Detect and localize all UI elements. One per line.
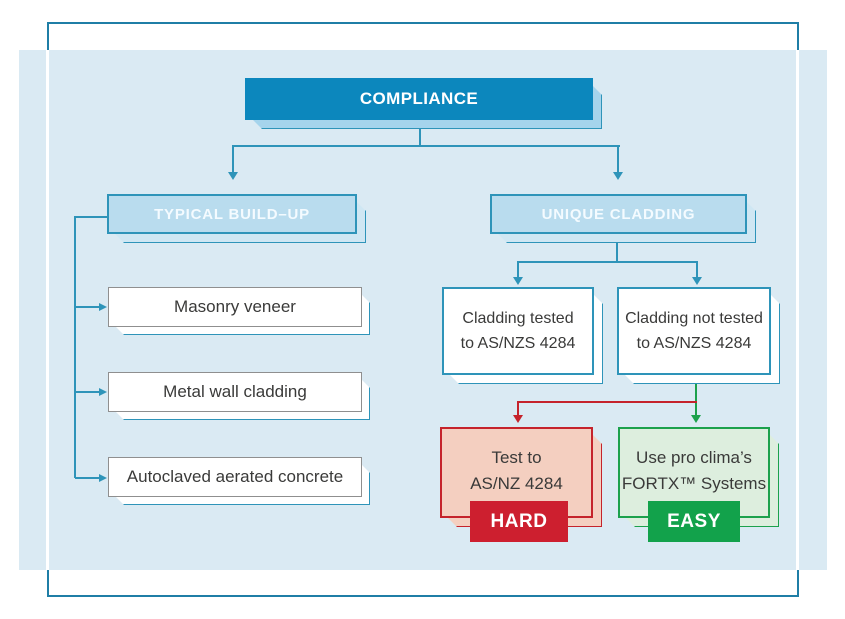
connector-to-easy xyxy=(695,403,697,416)
test-hard-line2: AS/NZ 4284 xyxy=(470,474,563,493)
easy-badge: EASY xyxy=(648,501,740,542)
connector-item1 xyxy=(75,306,100,308)
cladding-tested-line2: to AS/NZS 4284 xyxy=(460,335,576,352)
connector-item3 xyxy=(75,477,100,479)
connector-to-tested xyxy=(517,261,519,278)
connector-not-tested-down xyxy=(695,375,697,403)
node-cladding-tested: Cladding tested to AS/NZS 4284 xyxy=(442,287,594,375)
arrowhead-unique-icon xyxy=(613,172,623,180)
arrowhead-hard-icon xyxy=(513,415,523,423)
connector-unique-horizontal xyxy=(517,261,698,263)
test-hard-line1: Test to xyxy=(491,448,542,467)
arrowhead-item2-icon xyxy=(99,388,107,396)
node-cladding-not-tested: Cladding not tested to AS/NZS 4284 xyxy=(617,287,771,375)
node-masonry-veneer: Masonry veneer xyxy=(108,287,362,327)
frame-gap-right xyxy=(796,50,799,570)
arrowhead-tested-icon xyxy=(513,277,523,285)
fortx-easy-line2: FORTX™ Systems xyxy=(621,474,767,493)
masonry-veneer-label: Masonry veneer xyxy=(174,297,296,316)
cladding-not-tested-line2: to AS/NZS 4284 xyxy=(636,335,752,352)
easy-badge-label: EASY xyxy=(667,510,721,532)
connector-to-not-tested xyxy=(696,261,698,278)
node-autoclaved-concrete: Autoclaved aerated concrete xyxy=(108,457,362,497)
unique-cladding-label: UNIQUE CLADDING xyxy=(541,205,696,223)
node-unique-cladding: UNIQUE CLADDING xyxy=(490,194,747,234)
arrowhead-item3-icon xyxy=(99,474,107,482)
node-compliance: COMPLIANCE xyxy=(245,78,593,120)
arrowhead-not-tested-icon xyxy=(692,277,702,285)
fortx-easy-line1: Use pro clima’s xyxy=(636,448,752,467)
connector-to-unique xyxy=(617,145,619,173)
connector-typical-rail xyxy=(74,216,76,478)
hard-badge: HARD xyxy=(470,501,568,542)
node-typical-buildup: TYPICAL BUILD–UP xyxy=(107,194,357,234)
autoclaved-concrete-label: Autoclaved aerated concrete xyxy=(126,467,344,486)
hard-badge-label: HARD xyxy=(490,510,548,532)
connector-unique-down xyxy=(616,233,618,262)
arrowhead-easy-icon xyxy=(691,415,701,423)
connector-root-down xyxy=(419,120,421,146)
cladding-not-tested-line1: Cladding not tested xyxy=(625,310,763,327)
node-metal-wall-cladding: Metal wall cladding xyxy=(108,372,362,412)
connector-to-hard xyxy=(517,401,519,416)
arrowhead-typical-icon xyxy=(228,172,238,180)
arrowhead-item1-icon xyxy=(99,303,107,311)
frame-gap-left xyxy=(46,50,49,570)
connector-root-horizontal xyxy=(232,145,620,147)
compliance-label: COMPLIANCE xyxy=(359,89,479,108)
metal-wall-cladding-label: Metal wall cladding xyxy=(163,382,307,401)
connector-red-horizontal xyxy=(517,401,697,403)
cladding-tested-line1: Cladding tested xyxy=(462,310,574,327)
connector-to-typical xyxy=(232,145,234,173)
connector-typical-stub xyxy=(75,216,107,218)
typical-buildup-label: TYPICAL BUILD–UP xyxy=(154,205,310,223)
connector-item2 xyxy=(75,391,100,393)
